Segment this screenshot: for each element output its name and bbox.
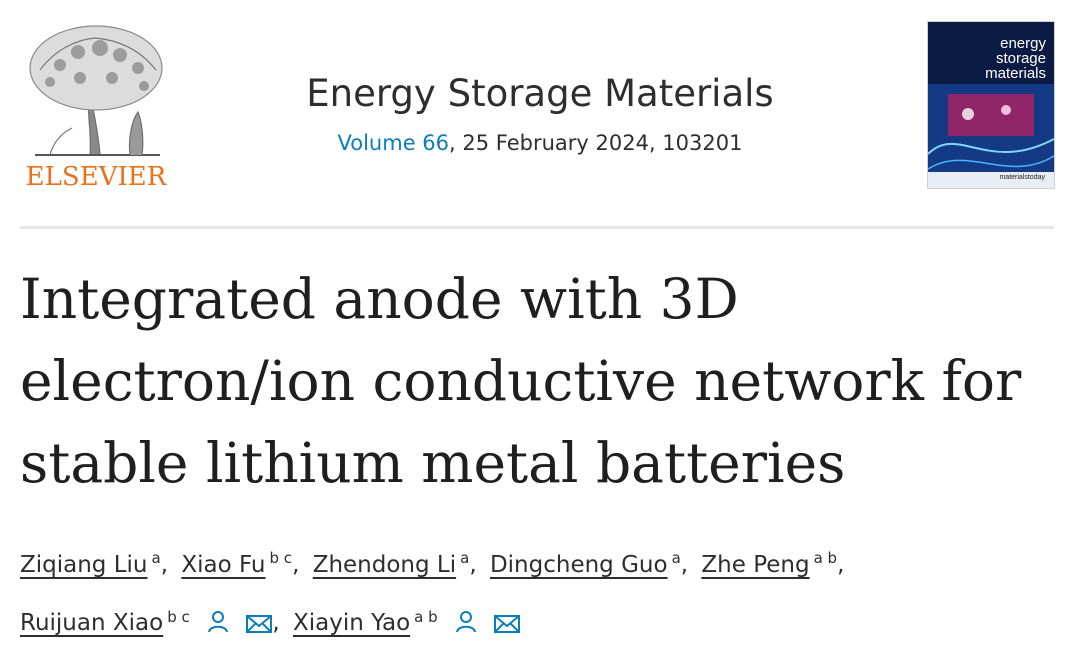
header-divider [20, 226, 1054, 229]
cover-artwork-image [928, 84, 1054, 188]
author-link[interactable]: Xiayin Yao [292, 610, 411, 637]
affiliation-marker[interactable]: a b [813, 549, 838, 567]
publisher-name: ELSEVIER [25, 162, 167, 192]
mail-icon[interactable] [494, 614, 521, 634]
author-link[interactable]: Dingcheng Guo [489, 551, 668, 578]
volume-link[interactable]: Volume 66 [337, 131, 450, 155]
cover-title-line: energy [1000, 35, 1046, 52]
cover-brand: materialstoday [996, 173, 1048, 182]
author-link[interactable]: Ziqiang Liu [20, 551, 148, 578]
affiliation-marker[interactable]: a [151, 549, 161, 567]
cover-title-line: storage [995, 50, 1046, 67]
issue-details: , 25 February 2024, 103201 [449, 131, 743, 155]
mail-icon[interactable] [246, 614, 273, 634]
affiliation-marker[interactable]: a b [414, 607, 438, 626]
tree-logo-icon [29, 25, 163, 156]
author-link[interactable]: Zhendong Li [312, 551, 457, 578]
affiliation-marker[interactable]: a [460, 549, 470, 567]
journal-cover[interactable]: energy storage materials materialstoday [927, 21, 1055, 189]
person-icon[interactable] [207, 610, 229, 634]
cover-title: energy storage materials [934, 36, 1046, 81]
elsevier-logo[interactable]: ELSEVIER [20, 20, 172, 192]
journal-title-link[interactable]: Energy Storage Materials [306, 72, 774, 115]
issue-line: Volume 66, 25 February 2024, 103201 [210, 131, 870, 155]
affiliation-marker[interactable]: b c [269, 549, 293, 567]
affiliation-marker[interactable]: b c [167, 607, 190, 626]
author-link[interactable]: Xiao Fu [181, 551, 266, 578]
author-link[interactable]: Zhe Peng [701, 551, 810, 578]
article-title: Integrated anode with 3D electron/ion co… [20, 267, 1022, 495]
person-icon[interactable] [455, 610, 477, 634]
author-link[interactable]: Ruijuan Xiao [20, 610, 164, 637]
cover-title-line: materials [985, 65, 1046, 82]
affiliation-marker[interactable]: a [671, 549, 681, 567]
cover-header [928, 22, 1054, 92]
